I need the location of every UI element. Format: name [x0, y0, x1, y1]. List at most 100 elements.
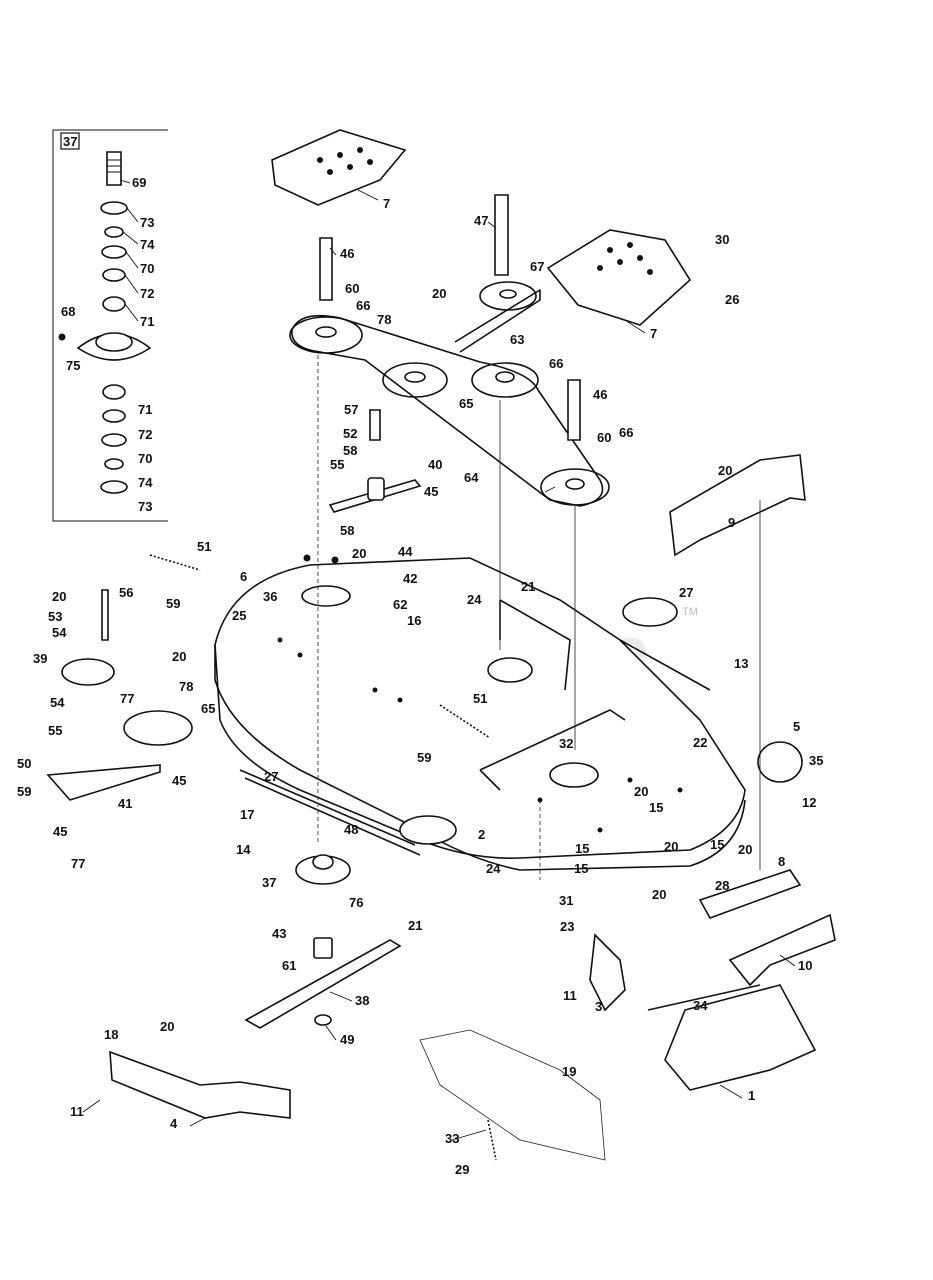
- callout-45b: 45: [172, 773, 186, 788]
- deck-top: [214, 557, 746, 859]
- gauge-wheel-5: [757, 741, 803, 783]
- callout-7b: 7: [650, 326, 657, 341]
- callout-15d: 15: [574, 861, 588, 876]
- callout-19: 19: [562, 1064, 576, 1079]
- alignment-lines: [317, 355, 761, 880]
- washer-73: [100, 201, 128, 215]
- bolt-57: [369, 409, 381, 441]
- callout-57: 57: [344, 402, 358, 417]
- center-spindle: [487, 657, 533, 683]
- callout-45a: 45: [424, 484, 438, 499]
- spindle-37-hub: [312, 854, 334, 870]
- shaft-splines: [107, 159, 121, 173]
- race-70b: [101, 433, 127, 447]
- callout-77b: 77: [71, 856, 85, 871]
- callout-2: 2: [478, 827, 485, 842]
- callout-20h: 20: [664, 839, 678, 854]
- callout-21a: 21: [521, 579, 535, 594]
- callout-inset-68: 68: [61, 304, 75, 319]
- callout-27a: 27: [679, 585, 693, 600]
- callout-52: 52: [343, 426, 357, 441]
- callout-28: 28: [715, 878, 729, 893]
- callout-49: 49: [340, 1032, 354, 1047]
- callout-34: 34: [693, 998, 708, 1013]
- callout-labels: 7 7 47 46 30 26 67 60 20 78 66 63 66 65 …: [17, 196, 823, 1177]
- callout-9: 9: [728, 515, 735, 530]
- callout-23: 23: [560, 919, 574, 934]
- callout-78b: 78: [179, 679, 193, 694]
- baffle-1: [664, 984, 817, 1091]
- belt-covers: [271, 129, 692, 326]
- callout-16: 16: [407, 613, 421, 628]
- callout-inset-70b: 70: [138, 451, 152, 466]
- callout-22: 22: [693, 735, 707, 750]
- callout-inset-72b: 72: [138, 427, 152, 442]
- belt-63: [454, 289, 541, 353]
- callout-54a: 54: [52, 625, 67, 640]
- mower-deck-shell: [214, 554, 746, 871]
- callout-65b: 65: [201, 701, 215, 716]
- stabilizer-bar: [239, 769, 421, 856]
- rear-bracket: [479, 709, 626, 791]
- callout-inset-70: 70: [140, 261, 154, 276]
- callout-10: 10: [798, 958, 812, 973]
- callout-17: 17: [240, 807, 254, 822]
- callout-62: 62: [393, 597, 407, 612]
- roller-27-left: [399, 815, 457, 845]
- callout-53: 53: [48, 609, 62, 624]
- callout-63: 63: [510, 332, 524, 347]
- bolt-47: [494, 194, 509, 276]
- callout-46a: 46: [340, 246, 354, 261]
- callout-5: 5: [793, 719, 800, 734]
- callout-21b: 21: [408, 918, 422, 933]
- deck-holes: [277, 554, 683, 833]
- callout-42: 42: [403, 571, 417, 586]
- callout-40: 40: [428, 457, 442, 472]
- callout-15b: 15: [710, 837, 724, 852]
- bracket-10: [728, 913, 836, 987]
- watermark-trademark: TM: [682, 606, 698, 618]
- inset-tag-box: [60, 132, 80, 150]
- callout-59c: 59: [417, 750, 431, 765]
- callout-8: 8: [778, 854, 785, 869]
- callout-32: 32: [559, 736, 573, 751]
- right-spindle: [549, 762, 599, 788]
- callout-13: 13: [734, 656, 748, 671]
- callout-78a: 78: [377, 312, 391, 327]
- callout-77a: 77: [120, 691, 134, 706]
- callout-76: 76: [349, 895, 363, 910]
- callout-26: 26: [725, 292, 739, 307]
- spacer-61: [313, 937, 333, 959]
- callout-51b: 51: [473, 691, 487, 706]
- pulley-66-left-hub: [315, 326, 337, 338]
- callout-66a: 66: [356, 298, 370, 313]
- bolt-56: [101, 589, 109, 641]
- idler-arm-41: [46, 764, 161, 801]
- callout-64: 64: [464, 470, 479, 485]
- pulley-66-center-hub: [495, 371, 515, 383]
- callout-6: 6: [240, 569, 247, 584]
- bolt-46-left: [319, 237, 333, 301]
- callout-58a: 58: [343, 443, 357, 458]
- callout-inset-72: 72: [140, 286, 154, 301]
- housing-hub: [95, 332, 133, 352]
- callout-36: 36: [263, 589, 277, 604]
- callout-20g: 20: [738, 842, 752, 857]
- callout-38: 38: [355, 993, 369, 1008]
- callout-29: 29: [455, 1162, 469, 1177]
- callout-12: 12: [802, 795, 816, 810]
- callout-4: 4: [170, 1116, 178, 1131]
- pulley-67-hub: [499, 289, 517, 299]
- callout-60b: 60: [597, 430, 611, 445]
- callout-3: 3: [595, 999, 602, 1014]
- bearing-74: [104, 226, 124, 238]
- callout-47: 47: [474, 213, 488, 228]
- race-70: [101, 245, 127, 259]
- bracket-8: [698, 869, 802, 919]
- roller-27-right: [622, 597, 678, 627]
- callout-31: 31: [559, 893, 573, 908]
- callout-30: 30: [715, 232, 729, 247]
- callout-24a: 24: [467, 592, 482, 607]
- callout-50: 50: [17, 756, 31, 771]
